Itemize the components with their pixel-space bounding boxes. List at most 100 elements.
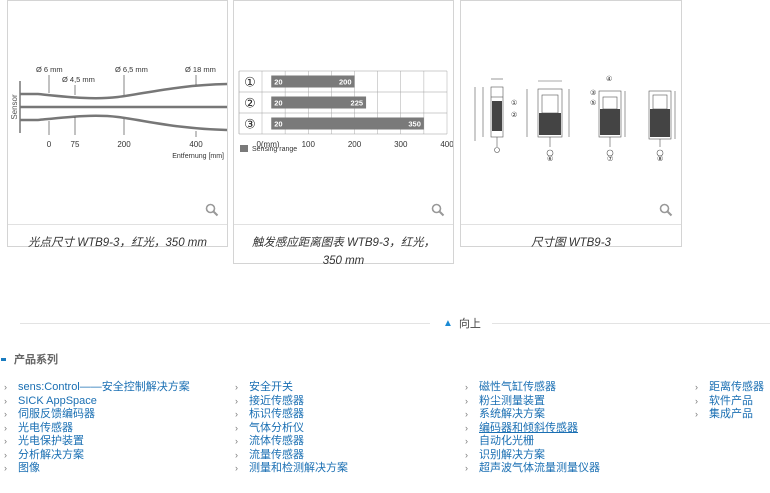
- callout-7: ⑦: [607, 155, 613, 163]
- product-link[interactable]: › 集成产品: [695, 408, 764, 422]
- chevron-right-icon: ›: [235, 409, 238, 419]
- product-link[interactable]: › 光电保护装置: [4, 435, 190, 449]
- product-link[interactable]: ›自动化光栅: [465, 435, 600, 449]
- product-link-label: 集成产品: [709, 408, 753, 420]
- chevron-up-icon: ▲: [443, 317, 453, 329]
- product-link[interactable]: › 标识传感器: [235, 408, 348, 422]
- product-link[interactable]: ›气体分析仪: [235, 422, 348, 436]
- product-link-label: 图像: [18, 462, 40, 474]
- x-tick-label: 100: [302, 140, 316, 149]
- product-link-label: 流量传感器: [249, 448, 304, 461]
- card-caption: 尺寸图 WTB9-3: [531, 237, 611, 249]
- callout-6: ⑥: [547, 155, 553, 163]
- dimension-drawing: ① ② ③ ④ ⑤ ⑥ ⑦ ⑧: [461, 1, 681, 225]
- divider-right: [492, 323, 770, 324]
- spot-label-3: Ø 6,5 mm: [115, 65, 148, 74]
- product-link[interactable]: ›粉尘测量装置: [465, 395, 600, 409]
- chevron-right-icon: ›: [235, 382, 238, 392]
- callout-5: ⑤: [590, 99, 596, 107]
- card-caption: 光点尺寸 WTB9-3，红光，350 mm: [28, 237, 207, 249]
- back-to-top-link[interactable]: ▲ 向上: [443, 315, 481, 331]
- product-link-label: 软件产品: [709, 394, 753, 407]
- axis-label: Entfernung [mm]: [172, 153, 224, 160]
- product-link[interactable]: › 流量传感器: [235, 449, 348, 463]
- product-link-label: 光电传感器: [18, 421, 73, 434]
- chevron-right-icon: ›: [465, 409, 468, 419]
- product-link-label: 光电保护装置: [18, 435, 84, 447]
- spot-size-diagram: Sensor Ø 6 mm Ø 4,5 mm Ø 6,5 mm Ø 18 mm …: [8, 1, 227, 225]
- chevron-right-icon: ›: [695, 382, 698, 392]
- product-link[interactable]: › 距离传感器: [695, 381, 764, 395]
- chevron-right-icon: ›: [4, 395, 7, 406]
- product-link[interactable]: ›sens:Control——安全控制解决方案: [4, 381, 190, 395]
- section-title: 产品系列: [14, 354, 58, 366]
- legend-label: Sensing range: [252, 146, 297, 153]
- product-link-label: 流体传感器: [249, 435, 304, 447]
- bar-end-label: 350: [408, 120, 421, 129]
- zoom-icon[interactable]: [205, 203, 219, 217]
- product-link[interactable]: › 安全开关: [235, 381, 348, 395]
- product-link[interactable]: ›超声波气体流量测量仪器: [465, 462, 600, 476]
- row-label: ①: [244, 75, 256, 90]
- range-bar: [271, 96, 367, 109]
- callout-1: ①: [511, 99, 517, 107]
- legend-swatch: [240, 145, 248, 152]
- product-link-label: 粉尘测量装置: [479, 394, 545, 407]
- back-to-top-label: 向上: [458, 318, 481, 330]
- product-link[interactable]: ›磁性气缸传感器: [465, 381, 600, 395]
- product-link[interactable]: › 流体传感器: [235, 435, 348, 449]
- image-card-dimensions[interactable]: ① ② ③ ④ ⑤ ⑥ ⑦ ⑧ 尺寸图 WTB9-3: [460, 0, 682, 249]
- zoom-icon[interactable]: [431, 203, 445, 217]
- sensor-label: Sensor: [10, 94, 19, 120]
- product-link-label: sens:Control——安全控制解决方案: [18, 381, 190, 393]
- product-link[interactable]: ›编码器和倾斜传感器: [465, 422, 600, 436]
- spot-label-2: Ø 4,5 mm: [62, 75, 95, 84]
- product-link-label: 磁性气缸传感器: [479, 381, 556, 393]
- bar-start-label: 20: [274, 99, 282, 108]
- product-link-label: SICK AppSpace: [18, 394, 97, 407]
- image-card-spot-size[interactable]: Sensor Ø 6 mm Ø 4,5 mm Ø 6,5 mm Ø 18 mm …: [7, 0, 228, 249]
- divider-left: [20, 323, 430, 324]
- product-link-label: 识别解决方案: [479, 448, 545, 461]
- bar-end-label: 225: [351, 99, 364, 108]
- product-link[interactable]: ›伺服反馈编码器: [4, 408, 190, 422]
- product-link[interactable]: › SICK AppSpace: [4, 395, 190, 409]
- row-label: ③: [244, 117, 256, 132]
- product-link-label: 安全开关: [249, 381, 293, 393]
- product-section-header: 产品系列: [0, 351, 58, 367]
- product-link[interactable]: ›光电传感器: [4, 422, 190, 436]
- chevron-right-icon: ›: [235, 436, 238, 446]
- chevron-right-icon: ›: [4, 436, 7, 446]
- zoom-icon[interactable]: [659, 203, 673, 217]
- chevron-right-icon: ›: [235, 449, 238, 460]
- section-accent-bar: [1, 357, 6, 361]
- chevron-right-icon: ›: [4, 409, 7, 419]
- product-link-label: 超声波气体流量测量仪器: [479, 462, 600, 474]
- chevron-right-icon: ›: [235, 463, 238, 473]
- callout-8: ⑧: [657, 155, 663, 163]
- product-link[interactable]: › 系统解决方案: [465, 408, 600, 422]
- bar-start-label: 20: [274, 120, 282, 129]
- product-link[interactable]: ›分析解决方案: [4, 449, 190, 463]
- range-bar: [271, 75, 355, 88]
- chevron-right-icon: ›: [695, 409, 698, 419]
- product-link[interactable]: ›接近传感器: [235, 395, 348, 409]
- product-link[interactable]: ›图像: [4, 462, 190, 476]
- callout-4: ④: [606, 75, 612, 83]
- range-bar: [271, 117, 424, 130]
- product-list-column-4: ›距离传感器›软件产品›集成产品: [695, 381, 764, 422]
- product-link-label: 标识传感器: [249, 408, 304, 420]
- product-list-column-1: ›sens:Control——安全控制解决方案›SICK AppSpace›伺服…: [4, 381, 190, 476]
- row-label: ②: [244, 96, 256, 111]
- product-link-label: 距离传感器: [709, 381, 764, 393]
- product-link[interactable]: ›测量和检测解决方案: [235, 462, 348, 476]
- product-link-label: 气体分析仪: [249, 421, 304, 434]
- product-link[interactable]: ›识别解决方案: [465, 449, 600, 463]
- product-link-label: 自动化光栅: [479, 435, 534, 447]
- bar-start-label: 20: [274, 78, 282, 87]
- product-link-label: 系统解决方案: [479, 408, 545, 420]
- product-list-column-2: ›安全开关›接近传感器›标识传感器›气体分析仪›流体传感器›流量传感器›测量和检…: [235, 381, 348, 476]
- x-tick-label: 300: [394, 140, 408, 149]
- product-link[interactable]: ›软件产品: [695, 395, 764, 409]
